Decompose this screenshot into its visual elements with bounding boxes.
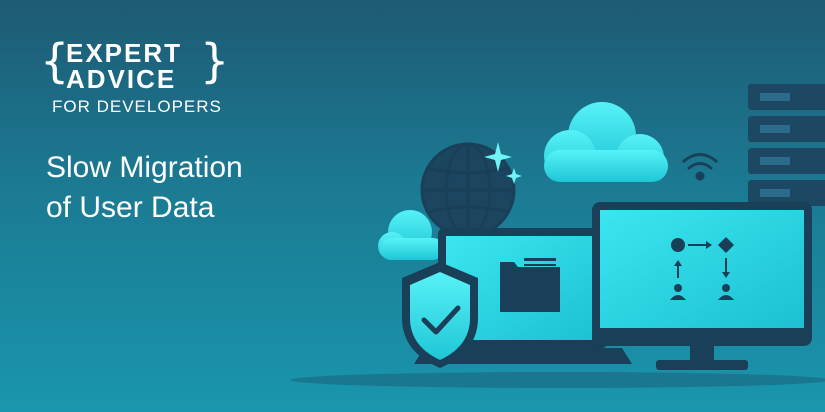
monitor-icon <box>592 202 812 370</box>
floor-shadow <box>290 372 825 388</box>
wifi-icon <box>682 153 718 181</box>
user-icon <box>718 284 734 300</box>
logo-line-1: EXPERT <box>66 38 183 68</box>
logo-line-3: FOR DEVELOPERS <box>52 97 222 116</box>
cloud-icon <box>378 210 444 260</box>
folder-icon <box>500 258 560 312</box>
title-line-1: Slow Migration <box>46 151 243 184</box>
page-title: Slow Migration of User Data <box>46 148 243 228</box>
sparkle-icon <box>484 142 522 184</box>
cloud-icon <box>544 102 668 182</box>
logo-brace-right: } <box>200 34 230 88</box>
flowchart-icon <box>671 237 734 278</box>
user-icon <box>670 284 686 300</box>
server-rack-icon <box>748 84 825 206</box>
shield-check-icon <box>402 262 478 368</box>
logo-brace-left: { <box>40 34 70 88</box>
brand-logo: { EXPERT ADVICE } FOR DEVELOPERS <box>40 36 240 126</box>
title-line-2: of User Data <box>46 191 215 224</box>
logo-line-2: ADVICE <box>66 64 177 94</box>
